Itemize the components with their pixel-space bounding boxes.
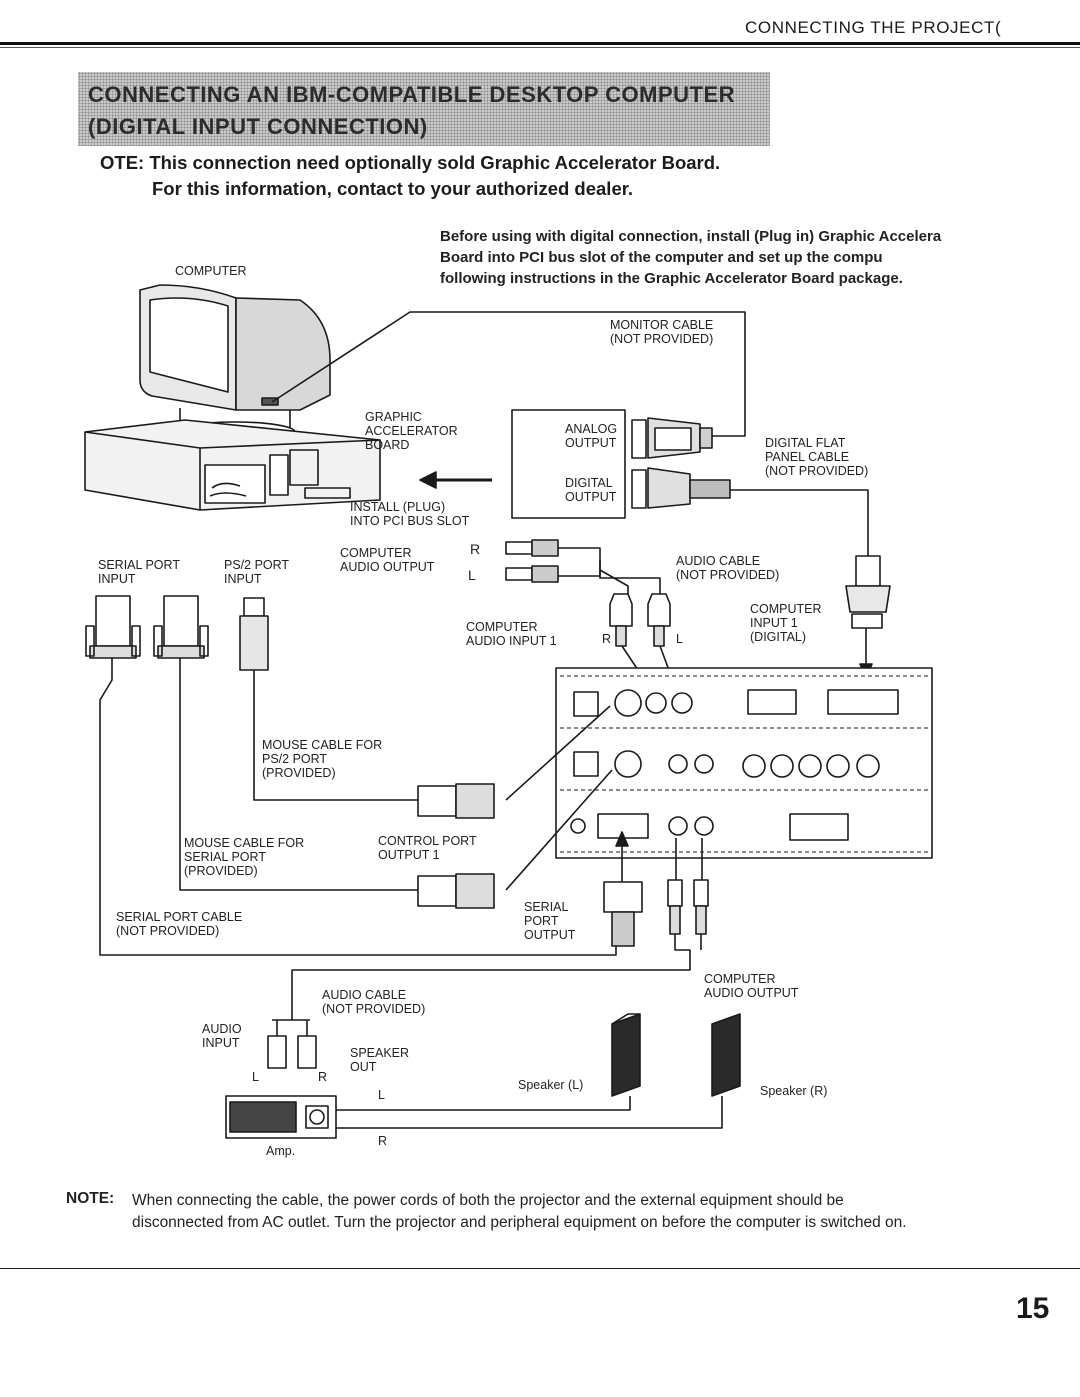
label-speaker-right: Speaker (R) bbox=[760, 1084, 828, 1098]
label-mouse-cable-ps2: MOUSE CABLE FOR PS/2 PORT (PROVIDED) bbox=[262, 738, 383, 780]
section-title-line2: (DIGITAL INPUT CONNECTION) bbox=[88, 114, 428, 139]
label-audio-input: AUDIO INPUT bbox=[202, 1022, 242, 1050]
bottom-note-line2: disconnected from AC outlet. Turn the pr… bbox=[132, 1214, 907, 1231]
serial-connector-right bbox=[153, 595, 209, 659]
intro-line3: following instructions in the Graphic Ac… bbox=[440, 270, 903, 287]
board-box bbox=[511, 409, 626, 519]
monitor-illustration bbox=[139, 284, 331, 443]
desktop-case-illustration bbox=[84, 419, 381, 511]
label-computer-input-1: COMPUTER INPUT 1 (DIGITAL) bbox=[750, 602, 822, 644]
section-title-line1: CONNECTING AN IBM-COMPATIBLE DESKTOP COM… bbox=[88, 82, 736, 107]
label-serial-port-cable: SERIAL PORT CABLE (NOT PROVIDED) bbox=[116, 910, 243, 938]
running-header: CONNECTING THE PROJECT( bbox=[745, 18, 1002, 37]
label-r-in: R bbox=[602, 632, 612, 646]
label-speaker-out: SPEAKER OUT bbox=[350, 1046, 410, 1074]
top-note-line1: OTE: This connection need optionally sol… bbox=[100, 152, 721, 173]
speaker-right-illustration bbox=[711, 1013, 741, 1097]
page-number: 15 bbox=[1016, 1292, 1050, 1325]
label-digital-flat-panel-cable: DIGITAL FLAT PANEL CABLE (NOT PROVIDED) bbox=[765, 436, 869, 478]
label-computer-audio-input-1: COMPUTER AUDIO INPUT 1 bbox=[466, 620, 557, 648]
intro-line1: Before using with digital connection, in… bbox=[440, 228, 942, 245]
label-l-in: L bbox=[676, 632, 683, 646]
bottom-note-head: NOTE: bbox=[66, 1190, 115, 1207]
label-serial-port-output: SERIAL PORT OUTPUT bbox=[524, 900, 576, 942]
section-banner: CONNECTING AN IBM-COMPATIBLE DESKTOP COM… bbox=[78, 72, 770, 146]
bottom-note-line1: When connecting the cable, the power cor… bbox=[132, 1192, 844, 1209]
label-l-speaker: L bbox=[378, 1088, 385, 1102]
label-r-speaker: R bbox=[378, 1134, 388, 1148]
label-l-amp: L bbox=[252, 1070, 259, 1084]
ps2-connector bbox=[239, 597, 269, 671]
label-audio-cable-bottom: AUDIO CABLE (NOT PROVIDED) bbox=[322, 988, 426, 1016]
footer-rule bbox=[0, 1268, 1080, 1269]
label-ps2-port-input: PS/2 PORT INPUT bbox=[224, 558, 290, 586]
header-rule-thin bbox=[0, 47, 1080, 48]
intro-line2: Board into PCI bus slot of the computer … bbox=[440, 249, 883, 266]
label-install-pci: INSTALL (PLUG) INTO PCI BUS SLOT bbox=[350, 500, 470, 528]
header-rule bbox=[0, 42, 1080, 45]
top-note-line2: For this information, contact to your au… bbox=[152, 178, 634, 199]
label-mouse-cable-serial: MOUSE CABLE FOR SERIAL PORT (PROVIDED) bbox=[184, 836, 305, 878]
label-computer-audio-output-top: COMPUTER AUDIO OUTPUT bbox=[340, 546, 435, 574]
label-graphic-accelerator-board: GRAPHIC ACCELERATOR BOARD bbox=[365, 410, 458, 452]
label-l-top: L bbox=[468, 567, 476, 583]
label-digital-output: DIGITAL OUTPUT bbox=[565, 476, 617, 504]
label-amp: Amp. bbox=[266, 1144, 296, 1158]
label-r-amp: R bbox=[318, 1070, 328, 1084]
label-audio-cable-top: AUDIO CABLE (NOT PROVIDED) bbox=[676, 554, 780, 582]
speaker-left-illustration bbox=[611, 1013, 641, 1097]
label-speaker-left: Speaker (L) bbox=[518, 1078, 584, 1092]
label-computer: COMPUTER bbox=[175, 264, 247, 278]
label-r-top: R bbox=[470, 541, 481, 557]
label-analog-output: ANALOG OUTPUT bbox=[565, 422, 618, 450]
label-control-port-output: CONTROL PORT OUTPUT 1 bbox=[378, 834, 477, 862]
label-computer-audio-output-bottom: COMPUTER AUDIO OUTPUT bbox=[704, 972, 799, 1000]
serial-connector-left bbox=[85, 595, 141, 659]
label-serial-port-input: SERIAL PORT INPUT bbox=[98, 558, 180, 586]
label-monitor-cable: MONITOR CABLE (NOT PROVIDED) bbox=[610, 318, 714, 346]
intro-paragraph: Before using with digital connection, in… bbox=[440, 226, 941, 289]
